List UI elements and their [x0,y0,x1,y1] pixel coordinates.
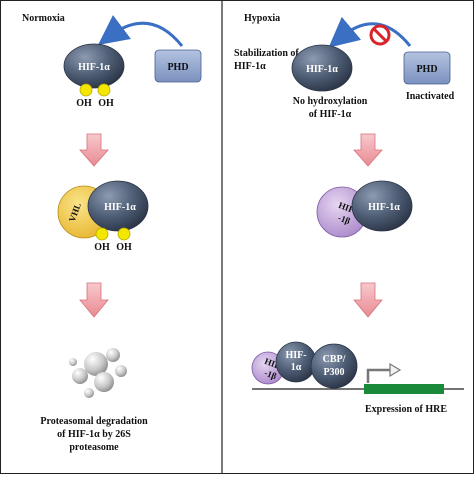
oh-dot-1 [79,83,93,97]
hif1a-label-hypoxia: HIF-1α [306,64,338,75]
phd-box-hypoxia [403,51,451,85]
hif1b-label-2: -1β [337,213,352,227]
hre-gene-box [364,384,444,394]
degradation-caption-1: Proteasomal degradation [40,416,148,427]
inactivated-label: Inactivated [406,91,455,102]
down-arrow-right-1 [353,133,383,167]
oh-label-1: OH [76,98,92,109]
down-arrow-right-2 [353,282,383,318]
stabilization-line-2: HIF-1α [234,61,266,72]
fragment-ball [94,372,114,392]
transcription-arrowhead [389,362,402,378]
blocked-hydroxylation-arrow [328,16,412,48]
normoxia-title: Normoxia [22,13,65,24]
hif1a-node-vhl [87,180,149,232]
hre-expression-label: Expression of HRE [365,404,447,415]
phd-label-hypoxia: PHD [416,64,437,75]
oh-label-4: OH [116,242,132,253]
fragment-ball [69,358,77,366]
hif1b-complex-label-2: -1β [263,368,278,382]
proteasome-fragments [69,348,127,398]
fragment-ball [84,388,94,398]
hypoxia-title: Hypoxia [244,13,280,24]
fragment-ball [106,348,120,362]
degradation-caption-2: of HIF-1α by 26S [57,429,131,440]
oh-dot-4 [117,227,131,241]
hif1a-node-hypoxia [291,44,353,92]
oh-dot-3 [95,227,109,241]
cbp-label-2: P300 [323,367,344,378]
hif1a-label: HIF-1α [78,62,110,73]
oh-label-2: OH [98,98,114,109]
oh-label-3: OH [94,242,110,253]
no-hydroxylation-line-1: No hydroxylation [293,96,368,107]
stabilization-line-1: Stabilization of [234,48,299,59]
cbp-p300-node [310,343,358,389]
fragment-ball [72,368,88,384]
fragment-ball [115,365,127,377]
hif1a-node-normoxia [63,43,125,89]
phd-box-normoxia [154,49,202,83]
block-icon [369,24,391,46]
fragment-ball [84,352,108,376]
no-hydroxylation-line-2: of HIF-1α [309,109,352,120]
degradation-caption-3: proteasome [69,442,119,453]
hydroxylation-arrow [97,15,184,47]
down-arrow-left-2 [79,282,109,318]
cbp-label-1: CBP/ [323,354,346,365]
transcription-arrow [366,368,392,383]
hif1a-label-2: HIF-1α [104,202,136,213]
hif1a-node-dimer [351,180,413,232]
hif1a-complex-label-1: HIF- [285,350,306,361]
oh-dot-2 [97,83,111,97]
down-arrow-left-1 [79,133,109,167]
hif1a-label-dimer: HIF-1α [368,202,400,213]
phd-label: PHD [167,62,188,73]
hif1a-complex-label-2: 1α [291,362,302,373]
